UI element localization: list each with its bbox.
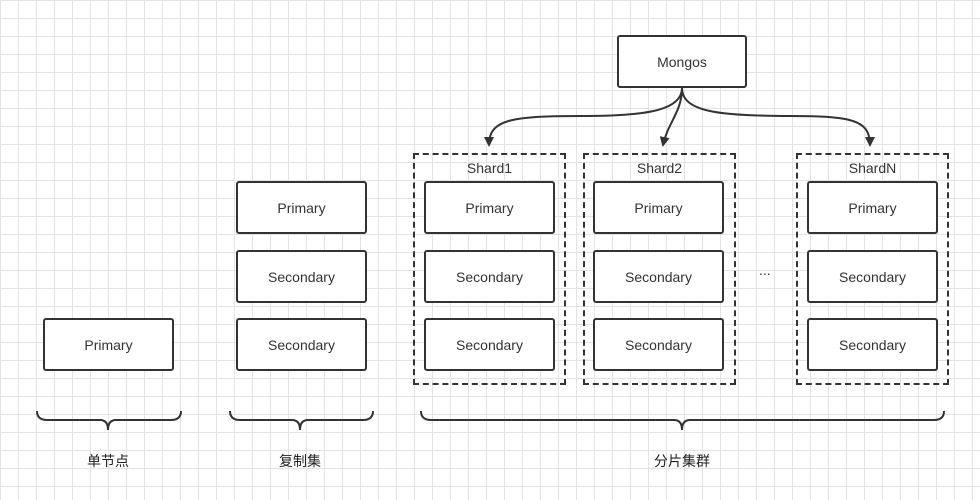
shardn-label: ShardN — [848, 160, 897, 176]
shardn-primary: Primary — [807, 181, 938, 234]
shard1-group: Shard1 — [413, 153, 566, 385]
shard2-group: Shard2 — [583, 153, 736, 385]
single-node-primary-label: Primary — [84, 336, 133, 353]
shard2-secondary-2: Secondary — [593, 318, 724, 371]
replica-set-secondary-2-label: Secondary — [268, 336, 335, 353]
shard1-primary-label: Primary — [465, 199, 514, 216]
replica-set-secondary-1: Secondary — [236, 250, 367, 303]
replica-set-caption: 复制集 — [279, 453, 321, 469]
arrow-mongos-to-shardn — [681, 87, 875, 147]
replica-set-secondary-2: Secondary — [236, 318, 367, 371]
shard2-secondary-2-label: Secondary — [625, 336, 692, 353]
brace-sharded-cluster — [420, 410, 945, 431]
shard2-secondary-1: Secondary — [593, 250, 724, 303]
single-node-caption: 单节点 — [87, 453, 129, 469]
single-node-primary: Primary — [43, 318, 174, 371]
shard1-secondary-1: Secondary — [424, 250, 555, 303]
shard2-label: Shard2 — [636, 160, 683, 176]
brace-single-node — [36, 410, 182, 431]
shardn-group: ShardN — [796, 153, 949, 385]
sharded-cluster-caption: 分片集群 — [654, 453, 710, 469]
shardn-primary-label: Primary — [848, 199, 897, 216]
shardn-secondary-1: Secondary — [807, 250, 938, 303]
mongos-router-node: Mongos — [617, 35, 747, 88]
replica-set-secondary-1-label: Secondary — [268, 268, 335, 285]
shard2-primary-label: Primary — [634, 199, 683, 216]
arrow-mongos-to-shard2 — [659, 87, 683, 147]
shard1-secondary-1-label: Secondary — [456, 268, 523, 285]
shard1-label: Shard1 — [466, 160, 513, 176]
replica-set-primary: Primary — [236, 181, 367, 234]
shardn-secondary-2: Secondary — [807, 318, 938, 371]
shard2-primary: Primary — [593, 181, 724, 234]
shard1-secondary-2-label: Secondary — [456, 336, 523, 353]
arrow-mongos-to-shard1 — [484, 87, 683, 147]
shard2-secondary-1-label: Secondary — [625, 268, 692, 285]
replica-set-primary-label: Primary — [277, 199, 326, 216]
shardn-secondary-1-label: Secondary — [839, 268, 906, 285]
mongos-label: Mongos — [657, 53, 707, 70]
shard1-secondary-2: Secondary — [424, 318, 555, 371]
shard1-primary: Primary — [424, 181, 555, 234]
more-shards-ellipsis: ... — [759, 262, 771, 278]
brace-replica-set — [229, 410, 374, 431]
shardn-secondary-2-label: Secondary — [839, 336, 906, 353]
